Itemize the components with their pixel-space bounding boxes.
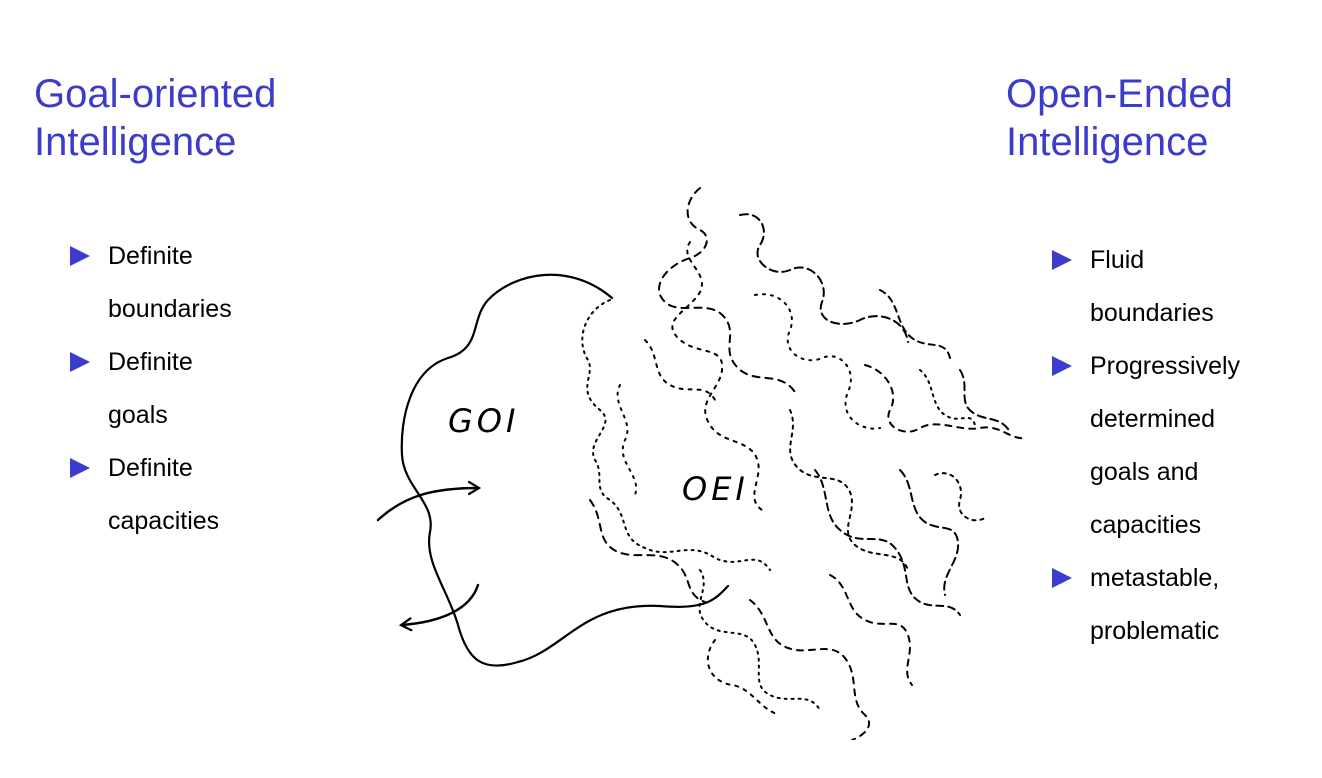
oei-title: Open-Ended Intelligence bbox=[1006, 70, 1233, 166]
triangle-bullet-icon bbox=[70, 352, 90, 372]
goi-bullet-list: Definite boundaries Definite goals Defin… bbox=[70, 230, 232, 548]
triangle-bullet-icon bbox=[1052, 250, 1072, 270]
bullet-text-line: goals and bbox=[1090, 458, 1199, 486]
bullet-text-line: boundaries bbox=[1090, 299, 1214, 327]
bullet-text-line: Definite bbox=[108, 242, 193, 270]
bullet-text-line: goals bbox=[108, 401, 168, 429]
oei-fuzzy-boundary bbox=[581, 187, 1026, 740]
bullet-text-line: Definite bbox=[108, 454, 193, 482]
goi-title-line-1: Goal-oriented bbox=[34, 72, 277, 116]
bullet-text-line: capacities bbox=[108, 507, 220, 535]
triangle-bullet-icon bbox=[1052, 356, 1072, 376]
bullet-text-line: Progressively bbox=[1090, 352, 1241, 380]
bullet-text-line: problematic bbox=[1090, 617, 1220, 645]
oei-bullet-list: Fluid boundaries Progressively determine… bbox=[1052, 234, 1240, 658]
oei-title-line-2: Intelligence bbox=[1006, 120, 1209, 164]
bullet-text-line: capacities bbox=[1090, 511, 1202, 539]
bullet-text-line: boundaries bbox=[108, 295, 232, 323]
goi-bullet-goals: Definite goals bbox=[70, 336, 232, 442]
goi-oei-sketch: GOI OEI bbox=[376, 187, 1026, 740]
triangle-bullet-icon bbox=[70, 246, 90, 266]
goi-bullet-capacities: Definite capacities bbox=[70, 442, 232, 548]
bullet-text-line: determined bbox=[1090, 405, 1216, 433]
oei-title-line-1: Open-Ended bbox=[1006, 72, 1233, 116]
oei-bullet-boundaries: Fluid boundaries bbox=[1052, 234, 1240, 340]
goi-title-line-2: Intelligence bbox=[34, 120, 237, 164]
goi-boundary bbox=[400, 273, 730, 667]
oei-bullet-goals: Progressively determined goals and capac… bbox=[1052, 340, 1240, 552]
goi-title: Goal-oriented Intelligence bbox=[34, 70, 276, 166]
oei-label: OEI bbox=[682, 470, 749, 508]
arrow-in bbox=[376, 488, 478, 522]
bullet-text-line: metastable, bbox=[1090, 564, 1220, 592]
goi-bullet-boundaries: Definite boundaries bbox=[70, 230, 232, 336]
arrow-out bbox=[402, 583, 480, 625]
triangle-bullet-icon bbox=[70, 458, 90, 478]
bullet-text-line: Definite bbox=[108, 348, 193, 376]
oei-bullet-metastable: metastable, problematic bbox=[1052, 552, 1240, 658]
triangle-bullet-icon bbox=[1052, 568, 1072, 588]
bullet-text-line: Fluid bbox=[1090, 246, 1145, 274]
goi-label: GOI bbox=[448, 402, 519, 440]
